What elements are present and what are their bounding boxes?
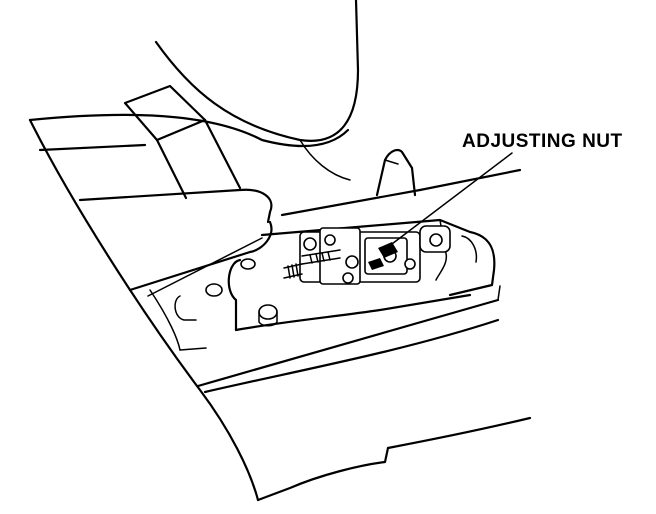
console-lower-body <box>28 118 532 502</box>
parking-brake-lever <box>38 84 273 297</box>
console-upper-shell <box>28 0 360 181</box>
adjusting-nut <box>368 242 398 270</box>
callout-leader-line <box>383 152 513 251</box>
adjusting-nut-label: ADJUSTING NUT <box>462 131 623 152</box>
threaded-rod <box>283 249 341 279</box>
mounting-bolts <box>174 258 278 327</box>
mounting-bracket <box>280 149 522 217</box>
